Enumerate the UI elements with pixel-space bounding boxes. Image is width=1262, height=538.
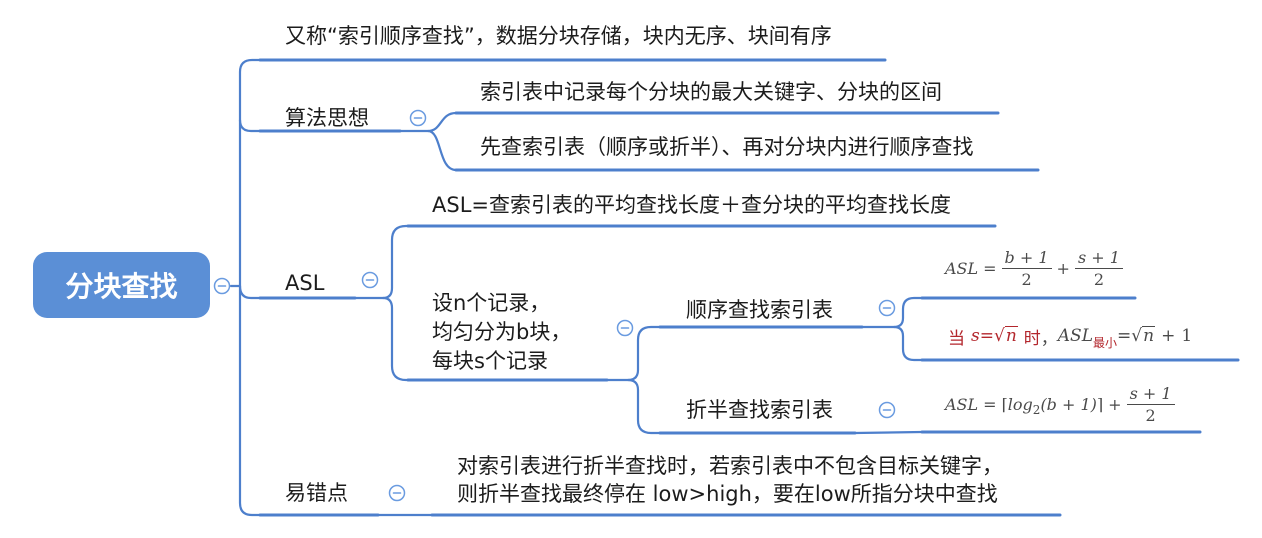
topic-asl[interactable]: ASL (285, 271, 325, 295)
formula-log-base: 2 (1032, 403, 1041, 417)
formula-plus: + (1056, 258, 1070, 278)
setup-line-blocks: 均匀分为b块， (432, 320, 572, 344)
link-sequential-optimum (892, 325, 924, 362)
formula-log: log (1007, 394, 1033, 414)
setup-line-records: 设n个记录， (432, 291, 551, 315)
formula-equals: = (1117, 326, 1132, 346)
fraction-numerator: b + 1 (1004, 247, 1049, 267)
topic-pitfall[interactable]: 易错点 (285, 481, 348, 505)
collapse-pitfall-icon[interactable] (388, 484, 406, 502)
formula-equals: = (979, 326, 994, 346)
topic-index-table-records[interactable]: 索引表中记录每个分块的最大关键字、分块的区间 (480, 80, 942, 104)
radical-sign: √ (1131, 326, 1143, 346)
formula-ceil-close: ⌉ (1096, 394, 1104, 414)
link-idea-steps (426, 129, 458, 172)
collapse-binary-icon[interactable] (878, 401, 896, 419)
formula-fraction-index: b + 1 2 (1001, 247, 1052, 289)
formula-sequential-asl[interactable]: ASL = b + 1 2 + s + 1 2 (945, 245, 1123, 291)
link-asl-setup (381, 296, 410, 382)
pitfall-line-condition: 对索引表进行折半查找时，若索引表中不包含目标关键字， (457, 454, 1003, 478)
fraction-bar (1001, 267, 1052, 269)
fraction-bar (1074, 267, 1123, 269)
formula-fraction-block: s + 1 2 (1126, 383, 1175, 425)
radicand: n (1142, 326, 1156, 346)
formula-comma: ， (1040, 328, 1058, 349)
link-binary-formula (853, 430, 924, 435)
topic-binary-index-search[interactable]: 折半查找索引表 (686, 398, 833, 422)
topic-pitfall-note[interactable]: 对索引表进行折半查找时，若索引表中不包含目标关键字， 则折半查找最终停在 low… (457, 452, 1003, 508)
setup-line-block-size: 每块s个记录 (432, 349, 548, 373)
formula-binary-asl[interactable]: ASL = ⌈ log 2 (b + 1) ⌉ + s + 1 2 (945, 382, 1175, 426)
root-topic[interactable]: 分块查找 (33, 252, 210, 318)
topic-sequential-index-search[interactable]: 顺序查找索引表 (686, 298, 833, 322)
collapse-setup-icon[interactable] (616, 319, 634, 337)
link-trunk-idea (238, 118, 262, 133)
topic-search-steps[interactable]: 先查索引表（顺序或折半）、再对分块内进行顺序查找 (480, 135, 974, 159)
formula-equals: = (983, 394, 997, 414)
fraction-numerator: s + 1 (1077, 247, 1120, 267)
formula-lhs: ASL (945, 394, 979, 414)
sqrt-n: √ n (994, 326, 1018, 346)
fraction-numerator: s + 1 (1129, 383, 1172, 403)
formula-plus: + (1161, 326, 1176, 346)
link-trunk-pitfall (238, 284, 262, 517)
collapse-idea-icon[interactable] (409, 109, 427, 127)
link-trunk-alias (238, 58, 262, 288)
formula-var-s: s (971, 326, 980, 346)
topic-asl-definition[interactable]: ASL=查索引表的平均查找长度＋查分块的平均查找长度 (432, 193, 951, 217)
link-trunk-asl (238, 284, 262, 300)
formula-when: 当 (948, 328, 965, 349)
topic-setup[interactable]: 设n个记录， 均匀分为b块， 每块s个记录 (432, 289, 571, 376)
radicand: n (1004, 326, 1018, 346)
link-setup-binary (626, 378, 662, 435)
fraction-bar (1126, 403, 1175, 405)
formula-plus: + (1108, 394, 1122, 414)
pitfall-line-result: 则折半查找最终停在 low>high，要在low所指分块中查找 (457, 482, 998, 506)
fraction-denominator: 2 (1093, 269, 1105, 289)
formula-ceil-open: ⌈ (1001, 394, 1008, 414)
collapse-sequential-icon[interactable] (878, 299, 896, 317)
formula-log-arg: (b + 1) (1040, 394, 1097, 414)
formula-then: 时 (1023, 328, 1041, 349)
formula-lhs: ASL (1057, 326, 1093, 346)
collapse-root-icon[interactable] (213, 277, 231, 295)
formula-lhs: ASL (945, 258, 979, 278)
formula-one: 1 (1181, 326, 1193, 346)
sqrt-n: √ n (1131, 326, 1156, 346)
fraction-denominator: 2 (1021, 269, 1032, 289)
formula-equals: = (983, 258, 997, 278)
fraction-denominator: 2 (1145, 405, 1156, 425)
topic-algorithm-idea[interactable]: 算法思想 (285, 106, 369, 130)
formula-subscript-min: 最小 (1093, 335, 1118, 350)
radical-sign: √ (993, 326, 1005, 346)
formula-optimal-block-size[interactable]: 当 s = √ n 时 ， ASL 最小 = √ n + 1 (948, 323, 1193, 350)
collapse-asl-icon[interactable] (361, 271, 379, 289)
topic-alias[interactable]: 又称“索引顺序查找”，数据分块存储，块内无序、块间有序 (285, 24, 832, 48)
formula-fraction-block: s + 1 2 (1074, 247, 1123, 289)
